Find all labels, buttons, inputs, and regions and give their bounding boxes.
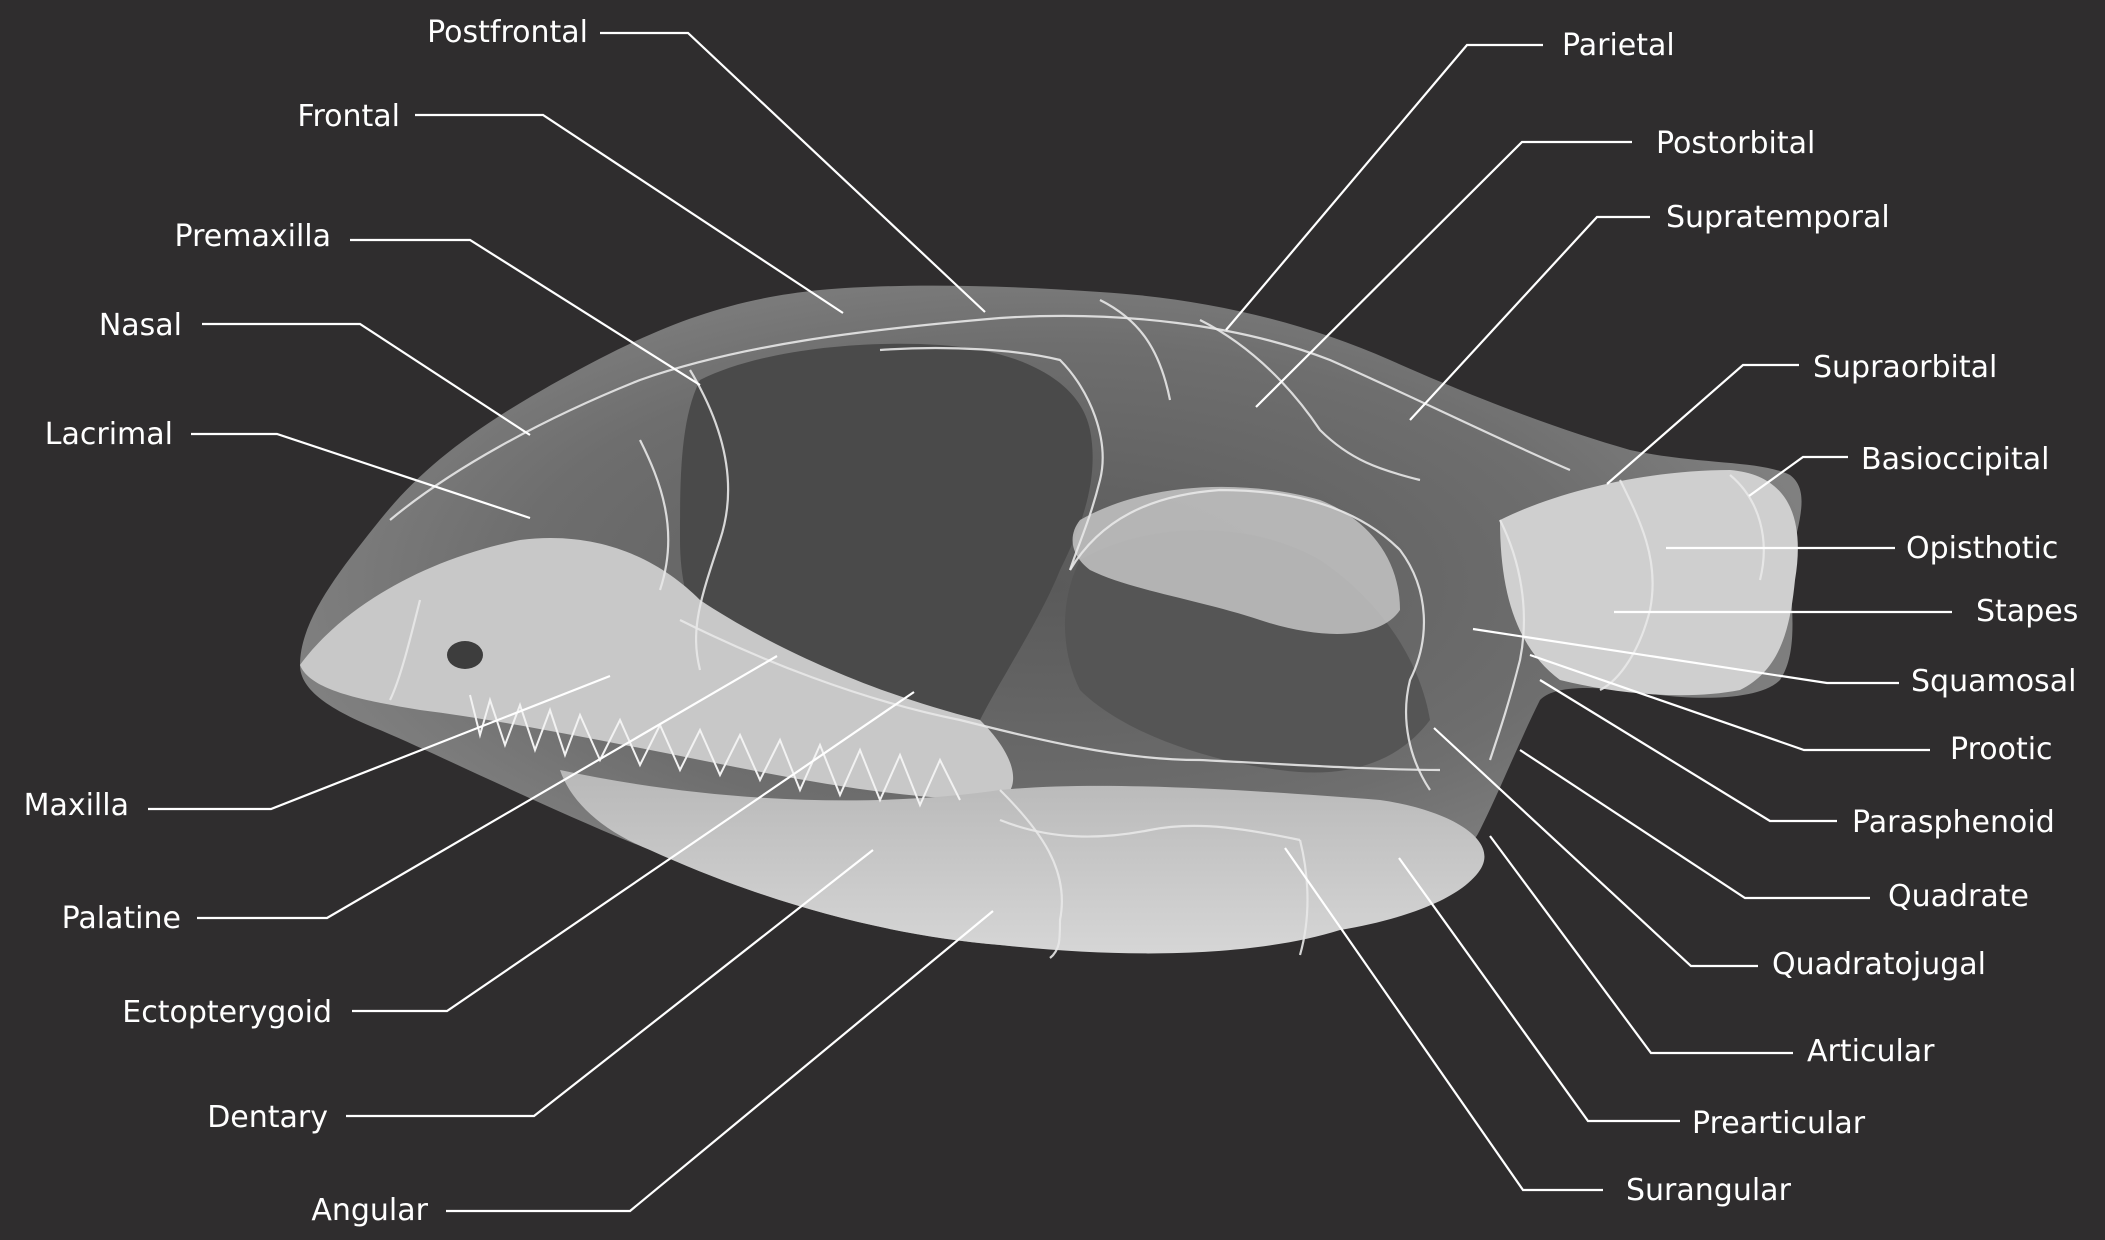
leader-postfrontal bbox=[600, 33, 985, 312]
label-supratemporal: Supratemporal bbox=[1666, 200, 1890, 235]
label-squamosal: Squamosal bbox=[1911, 664, 2076, 699]
leader-parietal bbox=[1226, 45, 1543, 330]
label-nasal: Nasal bbox=[99, 308, 182, 343]
label-frontal: Frontal bbox=[297, 99, 400, 134]
label-prearticular: Prearticular bbox=[1692, 1106, 1866, 1141]
label-prootic: Prootic bbox=[1950, 732, 2053, 767]
label-angular: Angular bbox=[311, 1193, 428, 1228]
leader-nasal bbox=[202, 324, 530, 435]
label-quadratojugal: Quadratojugal bbox=[1772, 947, 1986, 982]
skull-illustration bbox=[300, 286, 1802, 958]
label-parietal: Parietal bbox=[1562, 28, 1675, 63]
label-ectopterygoid: Ectopterygoid bbox=[122, 995, 332, 1030]
leader-quadrate bbox=[1520, 750, 1870, 898]
label-parasphenoid: Parasphenoid bbox=[1852, 805, 2055, 840]
label-palatine: Palatine bbox=[62, 901, 181, 936]
label-postfrontal: Postfrontal bbox=[427, 15, 588, 50]
leader-articular bbox=[1490, 836, 1793, 1053]
leader-frontal bbox=[415, 115, 843, 313]
nostril bbox=[447, 641, 483, 669]
label-surangular: Surangular bbox=[1626, 1173, 1792, 1208]
label-basioccipital: Basioccipital bbox=[1861, 442, 2049, 477]
lower-jaw bbox=[560, 770, 1484, 953]
label-maxilla: Maxilla bbox=[24, 788, 129, 823]
label-premaxilla: Premaxilla bbox=[175, 219, 331, 254]
leader-parasphenoid bbox=[1540, 680, 1837, 821]
label-quadrate: Quadrate bbox=[1888, 879, 2029, 914]
label-supraorbital: Supraorbital bbox=[1813, 350, 1997, 385]
label-lacrimal: Lacrimal bbox=[45, 417, 173, 452]
label-opisthotic: Opisthotic bbox=[1906, 531, 2058, 566]
label-postorbital: Postorbital bbox=[1656, 126, 1815, 161]
label-stapes: Stapes bbox=[1976, 594, 2078, 629]
label-dentary: Dentary bbox=[207, 1100, 328, 1135]
label-articular: Articular bbox=[1807, 1034, 1935, 1069]
